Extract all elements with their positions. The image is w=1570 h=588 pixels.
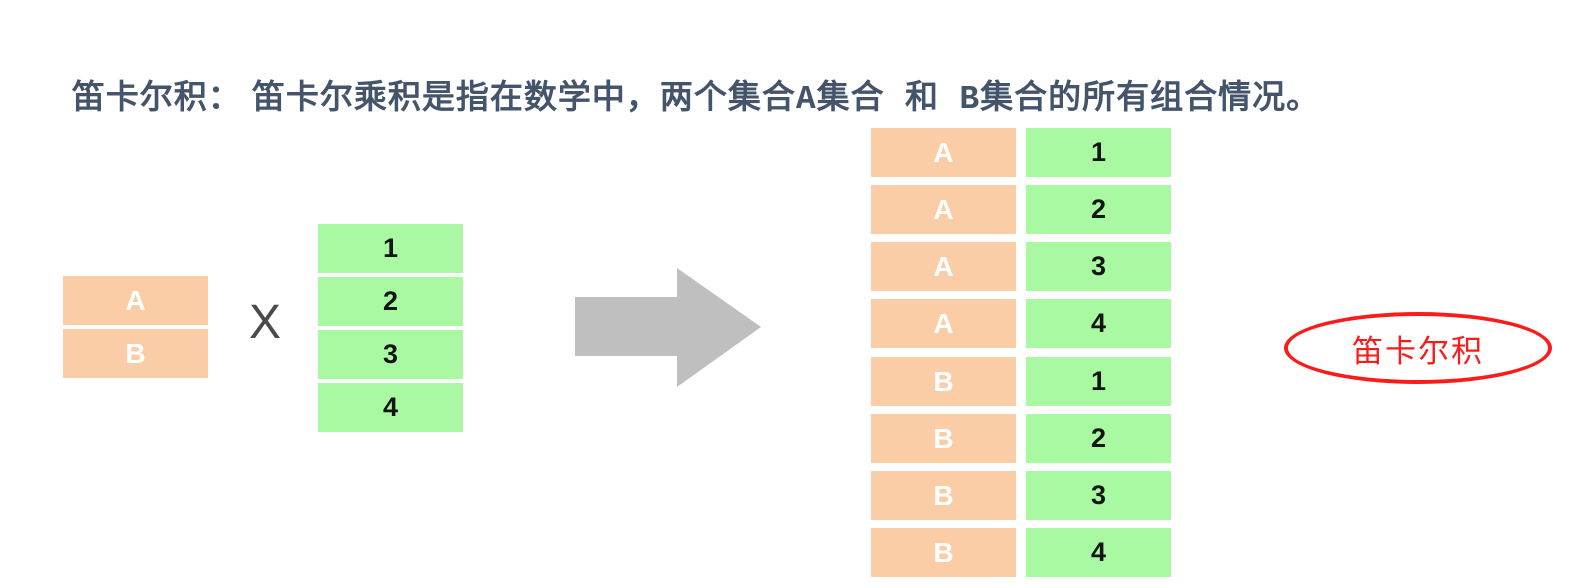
title-segment: 集合 和 — [816, 78, 960, 115]
result-set-box: A — [871, 242, 1016, 291]
result-set-box: B — [871, 471, 1016, 520]
result-set-box: B — [871, 414, 1016, 463]
title-set-b: B — [959, 81, 981, 118]
title-set-a: A — [795, 81, 817, 118]
result-value-box: 3 — [1026, 242, 1171, 291]
operand-set-box-a: A — [63, 276, 208, 325]
result-set-box: B — [871, 357, 1016, 406]
result-set-box: B — [871, 528, 1016, 577]
result-value-box: 4 — [1026, 299, 1171, 348]
operand-value-box-3: 3 — [318, 330, 463, 379]
page-title: 笛卡尔积： 笛卡尔乘积是指在数学中，两个集合A集合 和 B集合的所有组合情况。 — [31, 32, 1320, 156]
operand-set-box-b: B — [63, 329, 208, 378]
result-value-box: 1 — [1026, 128, 1171, 177]
result-value-box: 4 — [1026, 528, 1171, 577]
operand-value-box-1: 1 — [318, 224, 463, 273]
operand-value-box-2: 2 — [318, 277, 463, 326]
result-set-box: A — [871, 185, 1016, 234]
right-arrow-icon — [575, 268, 761, 388]
result-set-box: A — [871, 299, 1016, 348]
result-value-box: 3 — [1026, 471, 1171, 520]
callout-label: 笛卡尔积 — [1352, 333, 1484, 369]
operand-value-box-4: 4 — [318, 383, 463, 432]
multiply-symbol: X — [248, 295, 281, 349]
result-set-box: A — [871, 128, 1016, 177]
result-value-box: 2 — [1026, 185, 1171, 234]
result-value-box: 1 — [1026, 357, 1171, 406]
title-segment: 集合的所有组合情况。 — [980, 78, 1321, 115]
result-value-box: 2 — [1026, 414, 1171, 463]
cartesian-product-callout: 笛卡尔积 — [1284, 312, 1552, 384]
title-segment: 笛卡尔积： 笛卡尔乘积是指在数学中，两个集合 — [71, 78, 796, 115]
